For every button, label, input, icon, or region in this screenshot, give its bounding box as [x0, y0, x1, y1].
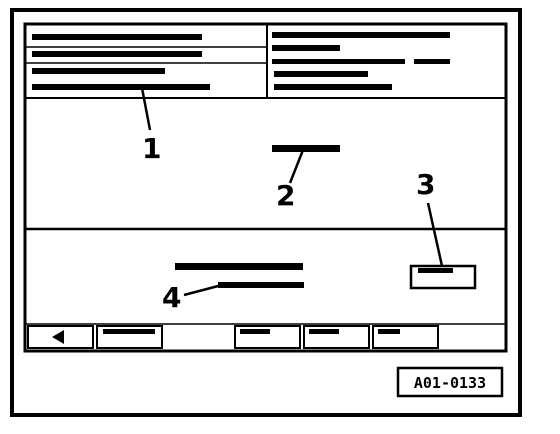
callout-4-leader	[183, 283, 223, 297]
display-screen	[23, 22, 508, 353]
callout-2-leader	[288, 149, 305, 184]
lower-text-line-2	[218, 282, 304, 288]
header-right-text-line-3a	[272, 59, 405, 64]
outer-frame	[10, 8, 522, 417]
input-field[interactable]	[409, 264, 477, 290]
triangle-left-icon	[52, 330, 64, 344]
header-right-text-line-5	[274, 84, 392, 90]
softkey-4-label-line	[309, 329, 339, 334]
callout-1-leader	[140, 87, 152, 131]
callout-2-label: 2	[276, 179, 295, 212]
softkey-5-label-line	[378, 329, 400, 334]
callout-3-leader	[426, 202, 444, 267]
softkey-back[interactable]	[27, 325, 94, 349]
softkey-4[interactable]	[303, 325, 370, 349]
softkey-3[interactable]	[234, 325, 301, 349]
header-left-text-line-3	[32, 68, 165, 74]
softkey-5[interactable]	[372, 325, 439, 349]
header-area	[25, 24, 506, 99]
reference-code-box: A01-0133	[396, 366, 504, 398]
lower-text-line-1	[175, 263, 303, 270]
callout-4-label: 4	[162, 281, 181, 314]
main-display-text-line	[272, 145, 340, 152]
header-left-text-line-4	[32, 84, 210, 90]
header-left-text-line-1	[32, 34, 202, 40]
header-right-text-line-2	[272, 45, 340, 51]
callout-3-label: 3	[416, 168, 435, 201]
softkey-3-label-line	[240, 329, 270, 334]
softkey-2-label-line	[103, 329, 155, 334]
callout-1-label: 1	[142, 132, 161, 165]
header-right-text-line-3b	[414, 59, 450, 64]
header-right-text-line-1	[272, 32, 450, 38]
softkey-2[interactable]	[96, 325, 163, 349]
header-right-text-line-4	[274, 71, 368, 77]
header-left-text-line-2	[32, 51, 202, 57]
input-field-value-line	[418, 268, 453, 273]
reference-code: A01-0133	[414, 374, 486, 392]
reference-code-frame	[396, 366, 504, 398]
